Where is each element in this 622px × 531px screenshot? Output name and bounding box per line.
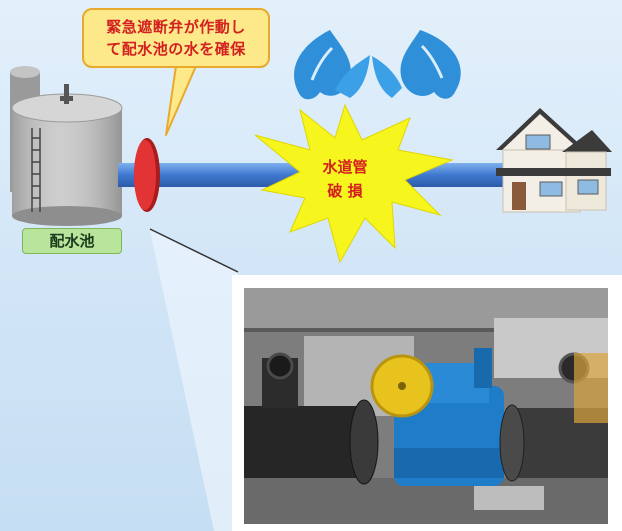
house xyxy=(496,108,612,213)
burst-line-1: 水道管 xyxy=(322,158,368,176)
emergency-shutoff-valve xyxy=(134,138,160,212)
callout-line-1: 緊急遮断弁が作動し xyxy=(106,18,246,36)
photo-leader-line xyxy=(149,228,239,273)
callout-tail xyxy=(165,65,197,136)
tank-ladder xyxy=(31,128,41,212)
reservoir-tank xyxy=(11,84,123,226)
pipe-burst-star xyxy=(254,103,454,264)
water-splash-left xyxy=(294,30,370,100)
valve-photo-illustration xyxy=(244,288,608,524)
reservoir-label: 配水池 xyxy=(22,228,122,254)
shutoff-valve-callout: 緊急遮断弁が作動し て配水池の水を確保 xyxy=(82,8,270,68)
pipe-burst-label: 水道管 破 損 xyxy=(300,155,390,203)
photo-leader-wedge xyxy=(150,230,238,531)
valve-photo xyxy=(244,288,608,524)
water-splash-right xyxy=(372,30,461,99)
callout-line-2: て配水池の水を確保 xyxy=(106,40,246,58)
burst-line-2: 破 損 xyxy=(327,182,363,200)
